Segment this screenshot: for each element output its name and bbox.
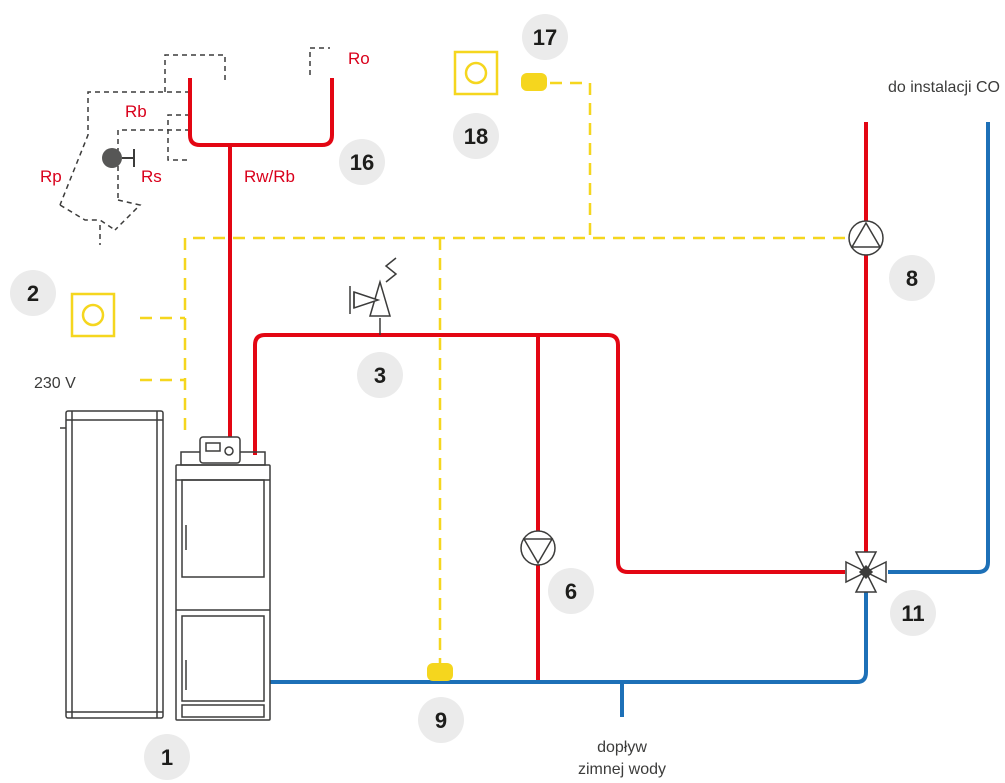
label-outlet: do instalacji CO bbox=[888, 79, 1000, 96]
badge-3: 3 bbox=[357, 352, 403, 398]
temperature-sensor-icon bbox=[521, 73, 547, 91]
badge-1-text: 1 bbox=[161, 745, 173, 770]
badge-18: 18 bbox=[453, 113, 499, 159]
badge-6-text: 6 bbox=[565, 579, 577, 604]
badge-17: 17 bbox=[522, 14, 568, 60]
cold-water-pipes bbox=[270, 122, 990, 717]
label-rp: Rp bbox=[40, 167, 62, 186]
boiler-icon bbox=[175, 451, 271, 721]
label-inlet-line2: zimnej wody bbox=[578, 761, 666, 778]
signal-wiring bbox=[140, 81, 845, 665]
badge-9-text: 9 bbox=[435, 708, 447, 733]
badge-1: 1 bbox=[144, 734, 190, 780]
label-rs: Rs bbox=[141, 167, 162, 186]
badge-9: 9 bbox=[418, 697, 464, 743]
fuel-container-icon bbox=[60, 410, 164, 719]
badge-17-text: 17 bbox=[533, 25, 557, 50]
label-ro: Ro bbox=[348, 49, 370, 68]
badge-6: 6 bbox=[548, 568, 594, 614]
temperature-sensor-icon bbox=[427, 663, 453, 681]
pump-icon bbox=[520, 530, 556, 566]
badge-8: 8 bbox=[889, 255, 935, 301]
label-voltage: 230 V bbox=[34, 375, 76, 392]
expansion-tank bbox=[188, 78, 334, 147]
badge-2: 2 bbox=[10, 270, 56, 316]
badge-18-text: 18 bbox=[464, 124, 488, 149]
label-inlet-line1: dopływ bbox=[597, 739, 647, 756]
badge-11-text: 11 bbox=[901, 601, 924, 626]
badge-2-text: 2 bbox=[27, 281, 39, 306]
room-sensor-icon bbox=[70, 292, 116, 338]
pump-icon bbox=[848, 220, 884, 256]
label-rb: Rb bbox=[125, 102, 147, 121]
badge-8-text: 8 bbox=[906, 266, 918, 291]
badge-11: 11 bbox=[890, 590, 936, 636]
float-switch-icon bbox=[102, 148, 135, 168]
expansion-pipes-dashed bbox=[59, 47, 330, 245]
four-way-valve-icon bbox=[845, 551, 887, 593]
badge-3-text: 3 bbox=[374, 363, 386, 388]
boiler-controller-icon bbox=[199, 436, 241, 464]
badge-16: 16 bbox=[339, 139, 385, 185]
label-rw-rb: Rw/Rb bbox=[244, 167, 295, 186]
badge-16-text: 16 bbox=[350, 150, 374, 175]
room-sensor-icon bbox=[453, 50, 499, 96]
hot-water-pipes bbox=[188, 78, 868, 682]
safety-valve-icon bbox=[349, 257, 398, 335]
